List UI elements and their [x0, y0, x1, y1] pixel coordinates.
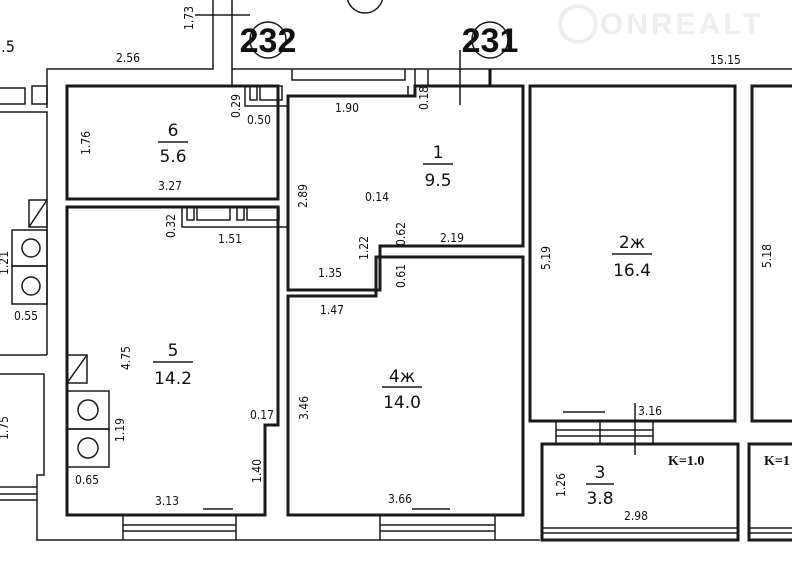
dimension-label: 3.16: [638, 404, 662, 418]
exterior-walls: [0, 0, 792, 541]
dimension-label: 0.62: [394, 222, 408, 246]
windows: [122, 421, 792, 540]
coefficient-label-adjacent: K=1: [764, 454, 790, 469]
dimension-label: 1.73: [182, 6, 196, 30]
dimension-label: 5.18: [760, 244, 774, 268]
dimension-label: 1.19: [113, 418, 127, 442]
adjacent-balcony-walls: [747, 442, 792, 542]
watermark: ONREALT: [600, 8, 764, 41]
dimension-label: 0.61: [394, 264, 408, 288]
dimension-label: 15.15: [710, 53, 741, 67]
dimension-label: 1.35: [318, 266, 342, 280]
dimension-label: 0.50: [247, 113, 271, 127]
dimension-label: 16.4: [613, 261, 651, 281]
dimension-label: 1.5: [0, 37, 15, 56]
dimension-label: 0.32: [164, 214, 178, 238]
dimension-label: 1.21: [0, 251, 11, 275]
dimension-label: 0.29: [229, 94, 243, 118]
room-6-walls: [65, 84, 280, 201]
dimension-label: 2.56: [116, 51, 140, 65]
dimension-label: 3.66: [388, 492, 412, 506]
adjacent-room-walls: [750, 84, 792, 423]
dimension-label: 9.5: [424, 171, 451, 191]
dimension-label: 4ж: [389, 367, 415, 387]
dimension-label: 2.19: [440, 231, 464, 245]
dimension-label: 1: [433, 143, 444, 163]
dimension-label: 3.27: [158, 179, 182, 193]
dimension-label: 1.47: [320, 303, 344, 317]
dimension-label: 2.89: [296, 184, 310, 208]
room-3-label: 3 3.8: [586, 463, 614, 509]
dimension-label: 3: [595, 463, 606, 483]
dimension-label: 1.26: [554, 473, 568, 497]
coefficient-label: K=1.0: [668, 454, 704, 469]
room-4-label: 4ж 14.0: [382, 367, 422, 413]
dimension-label: 3.46: [297, 396, 311, 420]
dimension-label: 3.13: [155, 494, 179, 508]
room-1-walls: [286, 84, 525, 292]
watermark-logo-icon: [558, 4, 598, 44]
room-1-label: 1 9.5: [423, 143, 453, 191]
room-2-walls: [528, 84, 737, 423]
dimension-label: 3.8: [586, 489, 613, 509]
dimension-label: 5: [168, 341, 179, 361]
kitchen-fixtures: [11, 199, 110, 468]
dimension-label: 0.18: [417, 86, 431, 110]
dimension-label: 6: [168, 121, 179, 141]
building-231-circle: [471, 21, 509, 59]
dimension-label: 1.40: [250, 459, 264, 483]
dimension-label: 14.0: [383, 393, 421, 413]
dimension-label: 2ж: [619, 233, 645, 253]
building-label-232: 232: [240, 22, 297, 60]
dimension-label: 0.65: [75, 473, 99, 487]
dimension-label: 14.2: [154, 369, 192, 389]
column-circle: [346, 0, 384, 14]
dimension-labels: 2.56 15.15 1.5 0.50 1.90 3.27 1.51 0.14 …: [0, 37, 741, 523]
dimension-label: 5.6: [159, 147, 186, 167]
dimension-label: 0.55: [14, 309, 38, 323]
leader-lines: [195, 14, 636, 510]
room-6-label: 6 5.6: [158, 121, 188, 167]
building-label-231: 231: [462, 22, 519, 60]
dimension-label: 0.17: [250, 408, 274, 422]
dimension-label: 2.98: [624, 509, 648, 523]
dimension-label: 0.14: [365, 190, 389, 204]
room-5-walls: [65, 205, 280, 517]
room-2-label: 2ж 16.4: [612, 233, 652, 281]
ventilation-ducts: [181, 85, 415, 228]
dimension-label: 5.19: [539, 246, 553, 270]
dimension-label: 1.75: [0, 416, 11, 440]
room-4-walls: [286, 255, 525, 517]
dimension-label: 1.76: [79, 131, 93, 155]
room-3-balcony-walls: [540, 442, 740, 542]
dimension-labels-vertical: 1.73 0.29 0.18 1.76 2.89 0.32 1.22 0.62 …: [0, 6, 774, 497]
room-5-label: 5 14.2: [153, 341, 193, 389]
dimension-label: 1.90: [335, 101, 359, 115]
dimension-label: 1.22: [357, 236, 371, 260]
dimension-label: 4.75: [119, 346, 133, 370]
building-232-circle: [249, 21, 287, 59]
dimension-label: 1.51: [218, 232, 242, 246]
